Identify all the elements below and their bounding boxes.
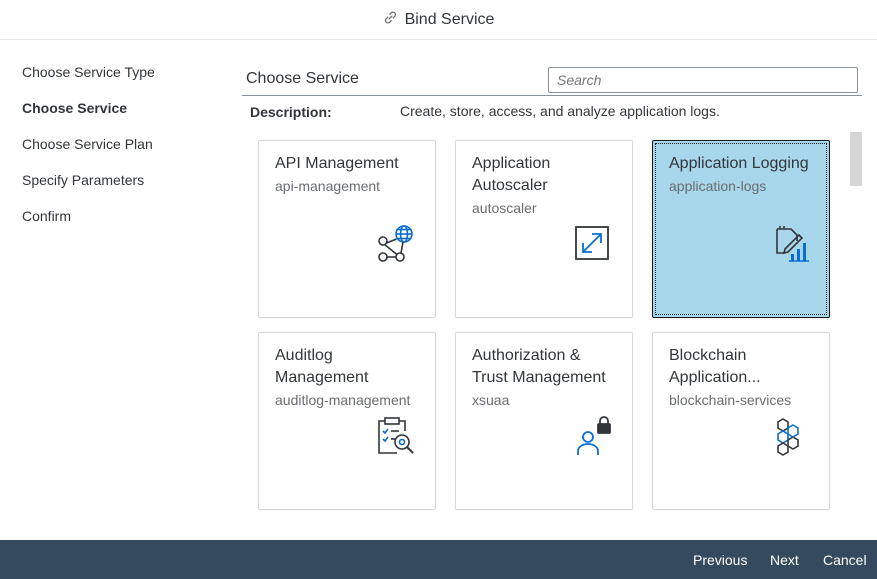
section-heading: Choose Service (246, 70, 359, 87)
tile-application-logging[interactable]: Application Logging application-logs (652, 140, 830, 318)
tile-id: autoscaler (472, 200, 537, 216)
scrollbar-thumb[interactable] (850, 132, 862, 186)
dialog-title-wrap: Bind Service (383, 10, 495, 30)
step-choose-service-type[interactable]: Choose Service Type (22, 64, 155, 80)
expand-arrow-icon (572, 223, 614, 265)
tile-id: blockchain-services (669, 392, 792, 408)
tile-name: Application Logging (669, 155, 809, 172)
tile-api-management[interactable]: API Management api-management (258, 140, 436, 318)
description-label: Description: (250, 104, 332, 120)
service-header: Choose Service (242, 62, 862, 96)
wizard-steps: Choose Service Type Choose Service Choos… (22, 62, 155, 242)
blockchain-icon (769, 415, 811, 457)
user-lock-icon (572, 415, 614, 457)
tile-id: api-management (275, 178, 381, 194)
dialog-footer: Previous Next Cancel (0, 540, 877, 579)
tile-authorization-trust-management[interactable]: Authorization & Trust Management xsuaa (455, 332, 633, 510)
service-tiles: API Management api-management Applicatio… (242, 124, 840, 534)
tile-name: Application Autoscaler (472, 155, 551, 194)
tile-name: API Management (275, 155, 399, 172)
tile-blockchain-application[interactable]: Blockchain Application... blockchain-ser… (652, 332, 830, 510)
description-row: Description: Create, store, access, and … (242, 96, 862, 122)
step-specify-parameters[interactable]: Specify Parameters (22, 172, 145, 188)
clipboard-search-icon (375, 415, 417, 457)
tile-auditlog-management[interactable]: Auditlog Management auditlog-management (258, 332, 436, 510)
link-icon (383, 10, 398, 30)
description-text: Create, store, access, and analyze appli… (400, 103, 720, 119)
step-choose-service-plan[interactable]: Choose Service Plan (22, 136, 153, 152)
tile-application-autoscaler[interactable]: Application Autoscaler autoscaler (455, 140, 633, 318)
tile-name: Auditlog Management (275, 347, 369, 386)
previous-button[interactable]: Previous (693, 540, 747, 579)
tile-name: Authorization & Trust Management (472, 347, 606, 386)
step-choose-service[interactable]: Choose Service (22, 100, 128, 116)
tile-id: auditlog-management (275, 392, 411, 408)
cancel-button[interactable]: Cancel (823, 540, 867, 579)
tile-id: xsuaa (472, 392, 510, 408)
dialog-header: Bind Service (0, 0, 877, 40)
api-network-icon (375, 223, 417, 265)
search-input[interactable] (548, 67, 858, 93)
next-button[interactable]: Next (770, 540, 799, 579)
tile-id: application-logs (669, 178, 767, 194)
log-report-icon (769, 223, 811, 265)
main-panel: Choose Service Description: Create, stor… (242, 62, 862, 122)
tile-name: Blockchain Application... (669, 347, 761, 386)
step-confirm[interactable]: Confirm (22, 208, 72, 224)
dialog-title: Bind Service (404, 10, 495, 28)
